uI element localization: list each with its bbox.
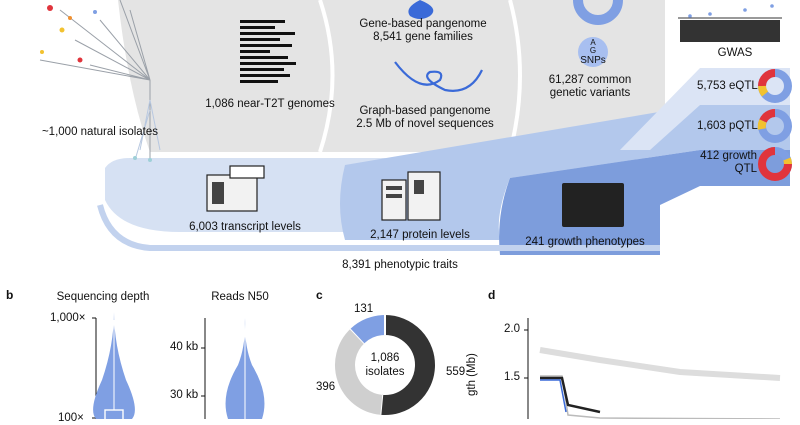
eqtl-band: [620, 68, 790, 150]
phylogenetic-tree-icon: [39, 0, 161, 162]
gene-pangenome-label: Gene-based pangenome: [359, 18, 487, 30]
depth-title: Sequencing depth: [56, 291, 150, 303]
panel-d-label: d: [488, 288, 496, 302]
donut-slice-559: [380, 315, 435, 415]
gwas-plot-icon: [678, 4, 782, 42]
genome-band: [172, 0, 665, 152]
growth-qtl-line1: 412 growth: [700, 150, 757, 162]
panel-c-label: c: [316, 288, 323, 302]
band-separator-1: [318, 0, 335, 153]
plate-icon: [562, 183, 624, 227]
mass-spec-icon: [381, 171, 441, 221]
gwas-label: GWAS: [717, 47, 753, 59]
common-variants-line1: 61,287 common: [548, 74, 632, 86]
pqtl-label: 1,603 pQTL: [697, 120, 758, 132]
length-tick-15: 1.5: [504, 371, 520, 383]
donut-label-559: 559: [446, 366, 466, 378]
panel-b-label: b: [6, 288, 14, 302]
growth-phenotypes-label: 241 growth phenotypes: [525, 236, 645, 248]
common-variants-line2: genetic variants: [549, 87, 631, 99]
graph-pangenome-label: Graph-based pangenome: [359, 105, 491, 117]
length-lines: [539, 347, 781, 419]
donut-slice-131: [350, 315, 386, 344]
growth-qtl-line2: QTL: [734, 163, 757, 175]
protein-band: [340, 105, 790, 240]
phenotypic-traits-label: 8,391 phenotypic traits: [342, 259, 458, 271]
graph-pangenome-icon: [394, 61, 483, 92]
genome-lines-icon: [240, 20, 296, 83]
snp-label: SNPs: [580, 55, 606, 66]
length-axis-title: gth (Mb): [466, 353, 478, 396]
n50-tick-30: 30 kb: [170, 389, 199, 401]
gene-pangenome-icon: [408, 0, 434, 19]
n50-tick-40: 40 kb: [170, 341, 199, 353]
novel-sequences-label: 2.5 Mb of novel sequences: [356, 118, 494, 130]
growth-band: [499, 150, 790, 255]
isolates-donut-chart: [335, 315, 435, 415]
donut-center-line1: 1,086: [370, 352, 400, 364]
snp-letter-a: A: [590, 38, 596, 47]
band-separator-2: [508, 0, 522, 153]
donut-center-line2: isolates: [365, 366, 405, 378]
donut-label-396: 396: [316, 381, 336, 393]
variant-ring-icon: [573, 0, 623, 25]
pqtl-donut: [757, 109, 792, 143]
eqtl-donut: [758, 69, 792, 103]
phenotype-bracket: [97, 204, 660, 251]
donut-slice-396: [335, 328, 383, 415]
protein-levels-label: 2,147 protein levels: [370, 229, 470, 241]
natural-isolates-label: ~1,000 natural isolates: [41, 126, 159, 138]
snp-icon: [578, 37, 608, 67]
length-tick-2: 2.0: [504, 323, 520, 335]
growth-qtl-donut: [758, 147, 792, 181]
eqtl-label: 5,753 eQTL: [697, 80, 758, 92]
transcript-levels-label: 6,003 transcript levels: [189, 221, 301, 233]
n50-title: Reads N50: [211, 291, 269, 303]
donut-label-131: 131: [354, 303, 374, 315]
sequencer-icon: [206, 165, 265, 212]
gene-families-label: 8,541 gene families: [373, 31, 473, 43]
depth-tick-1000: 1,000×: [50, 312, 86, 324]
snp-letter-g: G: [589, 46, 597, 55]
genomes-label: 1,086 near-T2T genomes: [205, 98, 335, 110]
